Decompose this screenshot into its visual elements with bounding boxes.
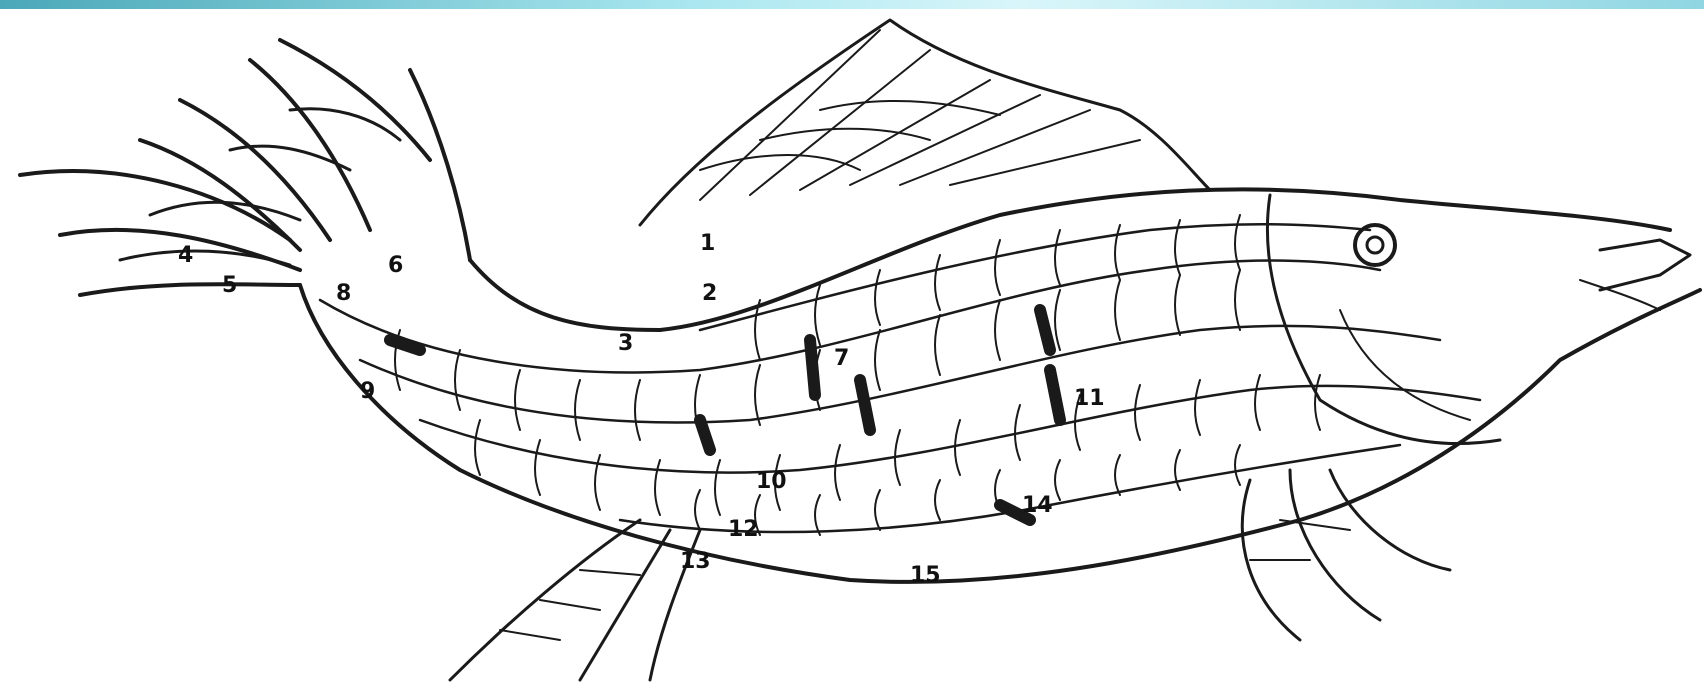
dark-band-marks — [390, 310, 1060, 520]
scale-label-13: 13 — [680, 549, 711, 574]
scale-label-6: 6 — [388, 253, 403, 278]
scale-label-1: 1 — [700, 231, 715, 256]
eye-inner-icon — [1367, 237, 1383, 253]
scale-label-8: 8 — [336, 281, 351, 306]
scale-label-4: 4 — [178, 243, 193, 268]
scale-label-12: 12 — [728, 517, 759, 542]
scale-label-9: 9 — [360, 379, 375, 404]
scale-labels: 1 2 3 4 5 6 7 8 9 10 11 12 13 14 15 — [178, 231, 1105, 588]
fish-body-outline — [300, 189, 1700, 582]
scale-label-3: 3 — [618, 331, 633, 356]
scale-label-10: 10 — [756, 469, 787, 494]
fish-head — [1267, 195, 1690, 444]
scale-label-11: 11 — [1074, 386, 1105, 411]
scale-label-15: 15 — [910, 563, 941, 588]
scale-label-2: 2 — [702, 281, 717, 306]
scale-label-14: 14 — [1022, 493, 1053, 518]
scale-label-7: 7 — [834, 346, 849, 371]
scale-label-5: 5 — [222, 273, 237, 298]
pectoral-fin — [1242, 470, 1450, 640]
eye-outer-icon — [1355, 225, 1395, 265]
pelvic-fin — [450, 520, 700, 680]
